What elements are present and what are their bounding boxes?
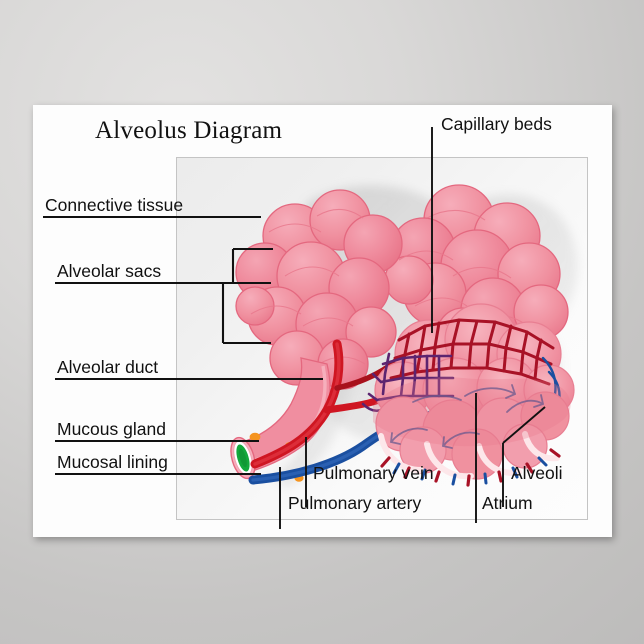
label-alveolar-duct: Alveolar duct bbox=[57, 357, 159, 377]
airflow-arrows bbox=[390, 384, 544, 449]
label-pulmonary-artery: Pulmonary artery bbox=[288, 493, 422, 513]
bronchiole-cross-section bbox=[230, 432, 304, 482]
label-mucous-gland: Mucous gland bbox=[57, 419, 166, 439]
label-pulmonary-vein: Pulmonary vein bbox=[313, 463, 434, 483]
alveolar-lining-arcs bbox=[378, 431, 560, 480]
page-title: Alveolus Diagram bbox=[95, 117, 283, 144]
label-alveoli: Alveoli bbox=[511, 463, 563, 483]
label-capillary-beds: Capillary beds bbox=[441, 114, 552, 134]
label-alveolar-sacs: Alveolar sacs bbox=[57, 261, 162, 281]
label-mucosal-lining: Mucosal lining bbox=[57, 452, 168, 472]
label-connective-tissue: Connective tissue bbox=[45, 195, 184, 215]
poster: Alveolus Diagram Connective tissue Alveo… bbox=[33, 105, 612, 537]
mucous-gland-1 bbox=[249, 432, 261, 442]
label-atrium: Atrium bbox=[482, 493, 533, 513]
capillary-tips bbox=[380, 448, 561, 487]
